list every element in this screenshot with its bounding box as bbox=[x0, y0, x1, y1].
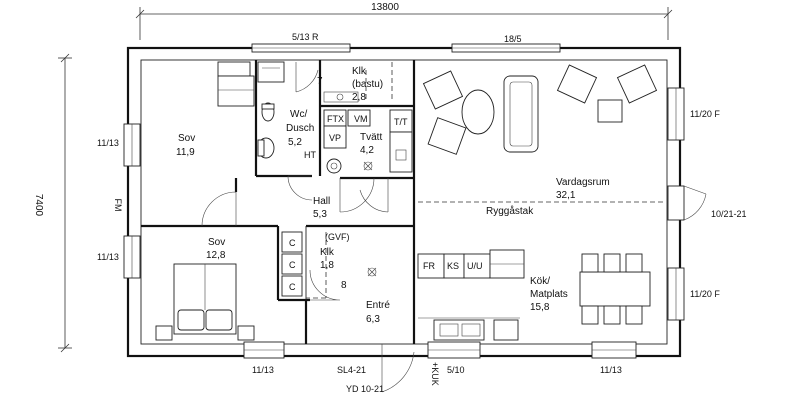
dining-table bbox=[579, 253, 651, 325]
double-bed bbox=[155, 263, 255, 341]
room-klk-bastu-name-2: (bastu) bbox=[352, 79, 383, 90]
label-closet-1: C bbox=[289, 238, 296, 248]
living-room-furniture bbox=[422, 64, 658, 155]
room-hall-area: 5,3 bbox=[313, 209, 327, 220]
room-sov-2-area: 12,8 bbox=[206, 250, 226, 261]
window-label-bottom-kuk: +KUK bbox=[430, 362, 440, 386]
room-wc-area: 5,2 bbox=[288, 137, 302, 148]
width-dimension: 13800 bbox=[371, 2, 399, 13]
ridge-lines bbox=[306, 62, 666, 299]
label-uu: U/U bbox=[467, 261, 483, 271]
room-hall-name: Hall bbox=[313, 196, 330, 207]
room-klk-area: 1,8 bbox=[320, 260, 334, 271]
height-dimension: 7400 bbox=[33, 194, 44, 217]
window-label-right-top: 11/20 F bbox=[690, 109, 720, 119]
window-label-right-bottom: 11/20 F bbox=[690, 289, 720, 299]
room-vardagsrum-name: Vardagsrum bbox=[556, 177, 610, 188]
label-vp: VP bbox=[329, 133, 341, 143]
window-label-left-top: 11/13 bbox=[97, 138, 119, 148]
window-label-bottom-right: 11/13 bbox=[600, 365, 622, 375]
laundry-fixtures bbox=[323, 109, 413, 174]
room-vardagsrum-area: 32,1 bbox=[556, 190, 576, 201]
label-8: 8 bbox=[341, 280, 347, 291]
bathroom-fixtures bbox=[257, 61, 285, 159]
window-label-left-bottom: 11/13 bbox=[97, 252, 119, 262]
room-sov-1-name: Sov bbox=[178, 133, 195, 144]
room-wc-name: Wc/ bbox=[290, 109, 307, 120]
bedroom-1-furniture bbox=[217, 61, 255, 107]
room-entre-area: 6,3 bbox=[366, 314, 380, 325]
window-label-bottom-mid: 5/10 bbox=[447, 365, 465, 375]
label-ks: KS bbox=[447, 261, 459, 271]
room-sov-2-name: Sov bbox=[208, 237, 225, 248]
room-tvatt-area: 4,2 bbox=[360, 145, 374, 156]
sauna-bench bbox=[323, 91, 359, 103]
label-ftx: FTX bbox=[327, 114, 344, 124]
dimension-lines bbox=[58, 7, 673, 353]
window-label-top-left: 5/13 R bbox=[292, 32, 319, 42]
label-ht: HT bbox=[304, 150, 316, 160]
window-label-top-right: 18/5 bbox=[504, 34, 522, 44]
room-kok-name-2: Matplats bbox=[530, 289, 568, 300]
room-klk-bastu-name: Klk bbox=[352, 66, 367, 77]
room-entre-name: Entré bbox=[366, 300, 390, 311]
room-sov-1-area: 11,9 bbox=[176, 147, 195, 158]
room-wc-name-2: Dusch bbox=[286, 123, 314, 134]
room-klk-bastu-area: 2,8 bbox=[352, 92, 366, 103]
window-label-bottom-yd: YD 10-21 bbox=[346, 384, 384, 394]
label-vm: VM bbox=[354, 114, 368, 124]
label-closet-3: C bbox=[289, 282, 296, 292]
ryggastak-label: Ryggåstak bbox=[486, 205, 534, 217]
room-klk-name: Klk bbox=[320, 247, 335, 258]
room-kok-area: 15,8 bbox=[530, 302, 550, 313]
window-label-right-door: 10/21-21 bbox=[711, 209, 747, 219]
closets bbox=[281, 231, 303, 297]
window-label-bottom-door: SL4-21 bbox=[337, 365, 366, 375]
fm-label: FM bbox=[113, 199, 123, 212]
window-label-bottom-left: 11/13 bbox=[252, 365, 274, 375]
label-tt: T/T bbox=[394, 117, 408, 127]
room-kok-name: Kök/ bbox=[530, 276, 550, 287]
hall-floor-drain bbox=[367, 267, 377, 277]
interior-walls bbox=[141, 60, 416, 344]
room-tvatt-name: Tvätt bbox=[360, 132, 382, 143]
kitchen-fixtures bbox=[417, 249, 525, 341]
door-swings bbox=[201, 62, 415, 393]
label-closet-2: C bbox=[289, 260, 296, 270]
windows bbox=[123, 43, 707, 359]
label-gvf: (GVF) bbox=[325, 232, 350, 242]
label-7: 7 bbox=[317, 76, 323, 87]
label-fr: FR bbox=[423, 261, 435, 271]
